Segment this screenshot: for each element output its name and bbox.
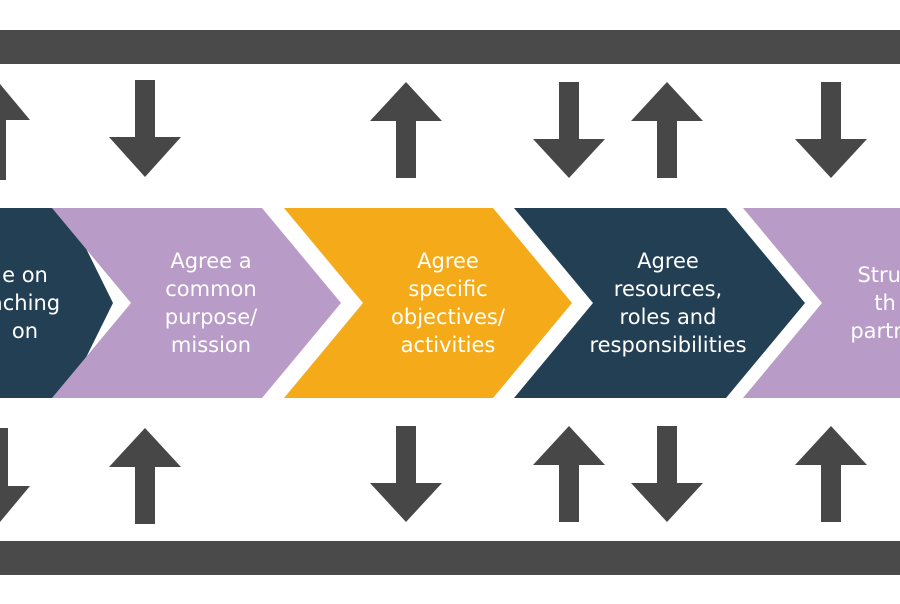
chevron-step-4 [514, 208, 805, 398]
down-arrow-icon [370, 426, 442, 522]
bottom-frame-bar [0, 541, 900, 575]
down-arrow-icon [533, 82, 605, 178]
top-frame-bar [0, 30, 900, 64]
down-arrow-icon [631, 426, 703, 522]
chevron-step-1 [0, 208, 113, 398]
up-arrow-icon [631, 82, 703, 178]
down-arrow-icon [795, 82, 867, 178]
chevron-step-3 [284, 208, 572, 398]
chevron-step-5 [743, 208, 900, 398]
step-4-label: Agree resources, roles and responsibilit… [589, 249, 747, 357]
up-arrow-icon [795, 426, 867, 522]
chevron-step-2 [52, 208, 341, 398]
step-5-label: Struc th partne [850, 263, 900, 343]
step-3-label: Agree specific objectives/ activities [391, 249, 505, 357]
step-1-label: e on aching on [0, 263, 61, 343]
up-arrow-icon [533, 426, 605, 522]
down-arrow-icon [0, 428, 30, 522]
up-arrow-icon [109, 428, 181, 524]
down-arrow-icon [109, 80, 181, 177]
up-arrow-icon [0, 84, 30, 180]
step-2-label: Agree a common purpose/ mission [164, 249, 258, 357]
up-arrow-icon [370, 82, 442, 178]
